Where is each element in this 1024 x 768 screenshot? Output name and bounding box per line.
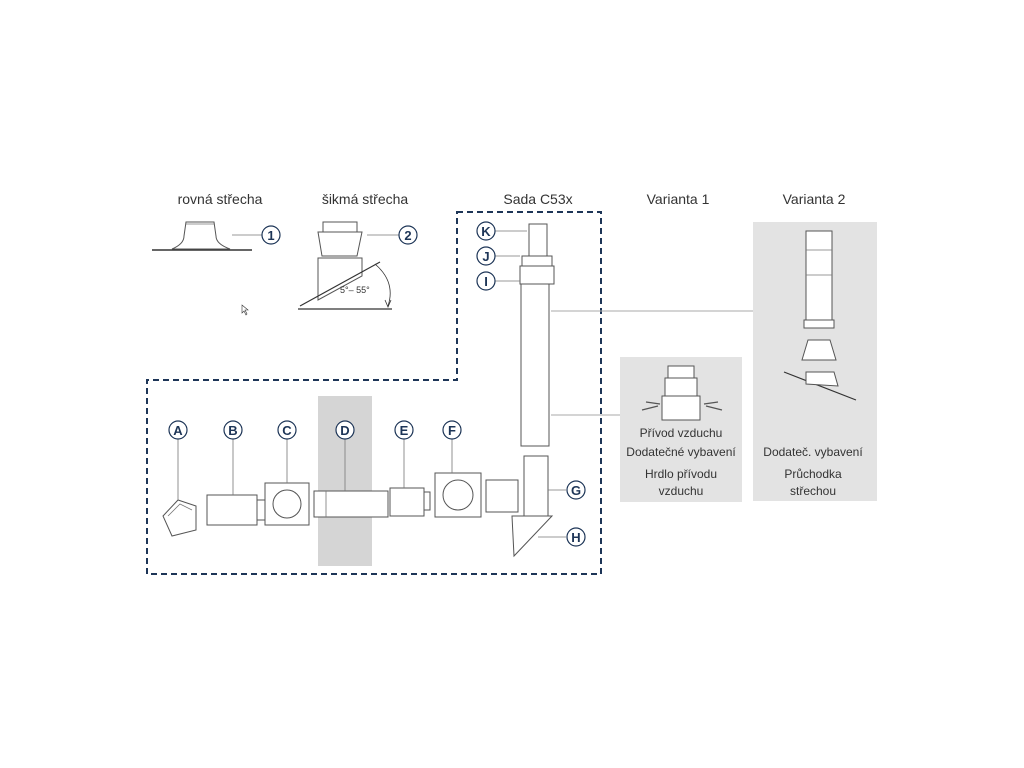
svg-text:E: E <box>400 423 409 438</box>
cursor-icon <box>241 304 249 316</box>
svg-text:J: J <box>482 249 489 264</box>
variant-1-line-4: vzduchu <box>659 484 704 498</box>
callout-G <box>566 480 586 500</box>
svg-text:H: H <box>571 530 580 545</box>
callout-B <box>223 420 243 440</box>
pitched-roof-flashing <box>298 221 392 310</box>
svg-text:F: F <box>448 423 456 438</box>
svg-text:1: 1 <box>267 228 274 243</box>
variant-1-line-2: Dodatečné vybavení <box>626 445 736 459</box>
svg-text:G: G <box>571 483 581 498</box>
svg-text:B: B <box>228 423 237 438</box>
callout-1 <box>261 225 281 245</box>
angle-label: 5°– 55° <box>340 285 370 295</box>
horizontal-parts <box>162 455 554 558</box>
header-variant-2: Varianta 2 <box>783 191 846 207</box>
callout-A <box>168 420 188 440</box>
roof-terminal <box>783 230 857 401</box>
callout-D <box>335 420 355 440</box>
callout-K <box>476 221 496 241</box>
svg-text:C: C <box>282 423 292 438</box>
variant-2-line-1: Dodateč. vybavení <box>763 445 863 459</box>
callout-I <box>476 271 496 291</box>
svg-text:I: I <box>484 274 488 289</box>
variant-2-line-3: střechou <box>790 484 836 498</box>
flat-roof-flashing <box>152 221 252 251</box>
callout-2 <box>398 225 418 245</box>
header-pitched-roof: šikmá střecha <box>322 191 409 207</box>
callout-J <box>476 246 496 266</box>
header-kit-c53x: Sada C53x <box>503 191 572 207</box>
kit-outline <box>146 211 602 575</box>
callout-E <box>394 420 414 440</box>
callout-C <box>277 420 297 440</box>
callout-F <box>442 420 462 440</box>
header-variant-1: Varianta 1 <box>647 191 710 207</box>
header-flat-roof: rovná střecha <box>178 191 263 207</box>
svg-text:D: D <box>340 423 349 438</box>
svg-text:K: K <box>481 224 491 239</box>
svg-text:A: A <box>173 423 183 438</box>
variant-1-line-1: Přívod vzduchu <box>640 426 723 440</box>
air-intake-adapter <box>641 365 723 421</box>
kit-column-parts <box>519 223 555 447</box>
variant-1-line-3: Hrdlo přívodu <box>645 467 717 481</box>
variant-2-line-2: Průchodka <box>784 467 842 481</box>
callout-H <box>566 527 586 547</box>
svg-text:2: 2 <box>404 228 411 243</box>
